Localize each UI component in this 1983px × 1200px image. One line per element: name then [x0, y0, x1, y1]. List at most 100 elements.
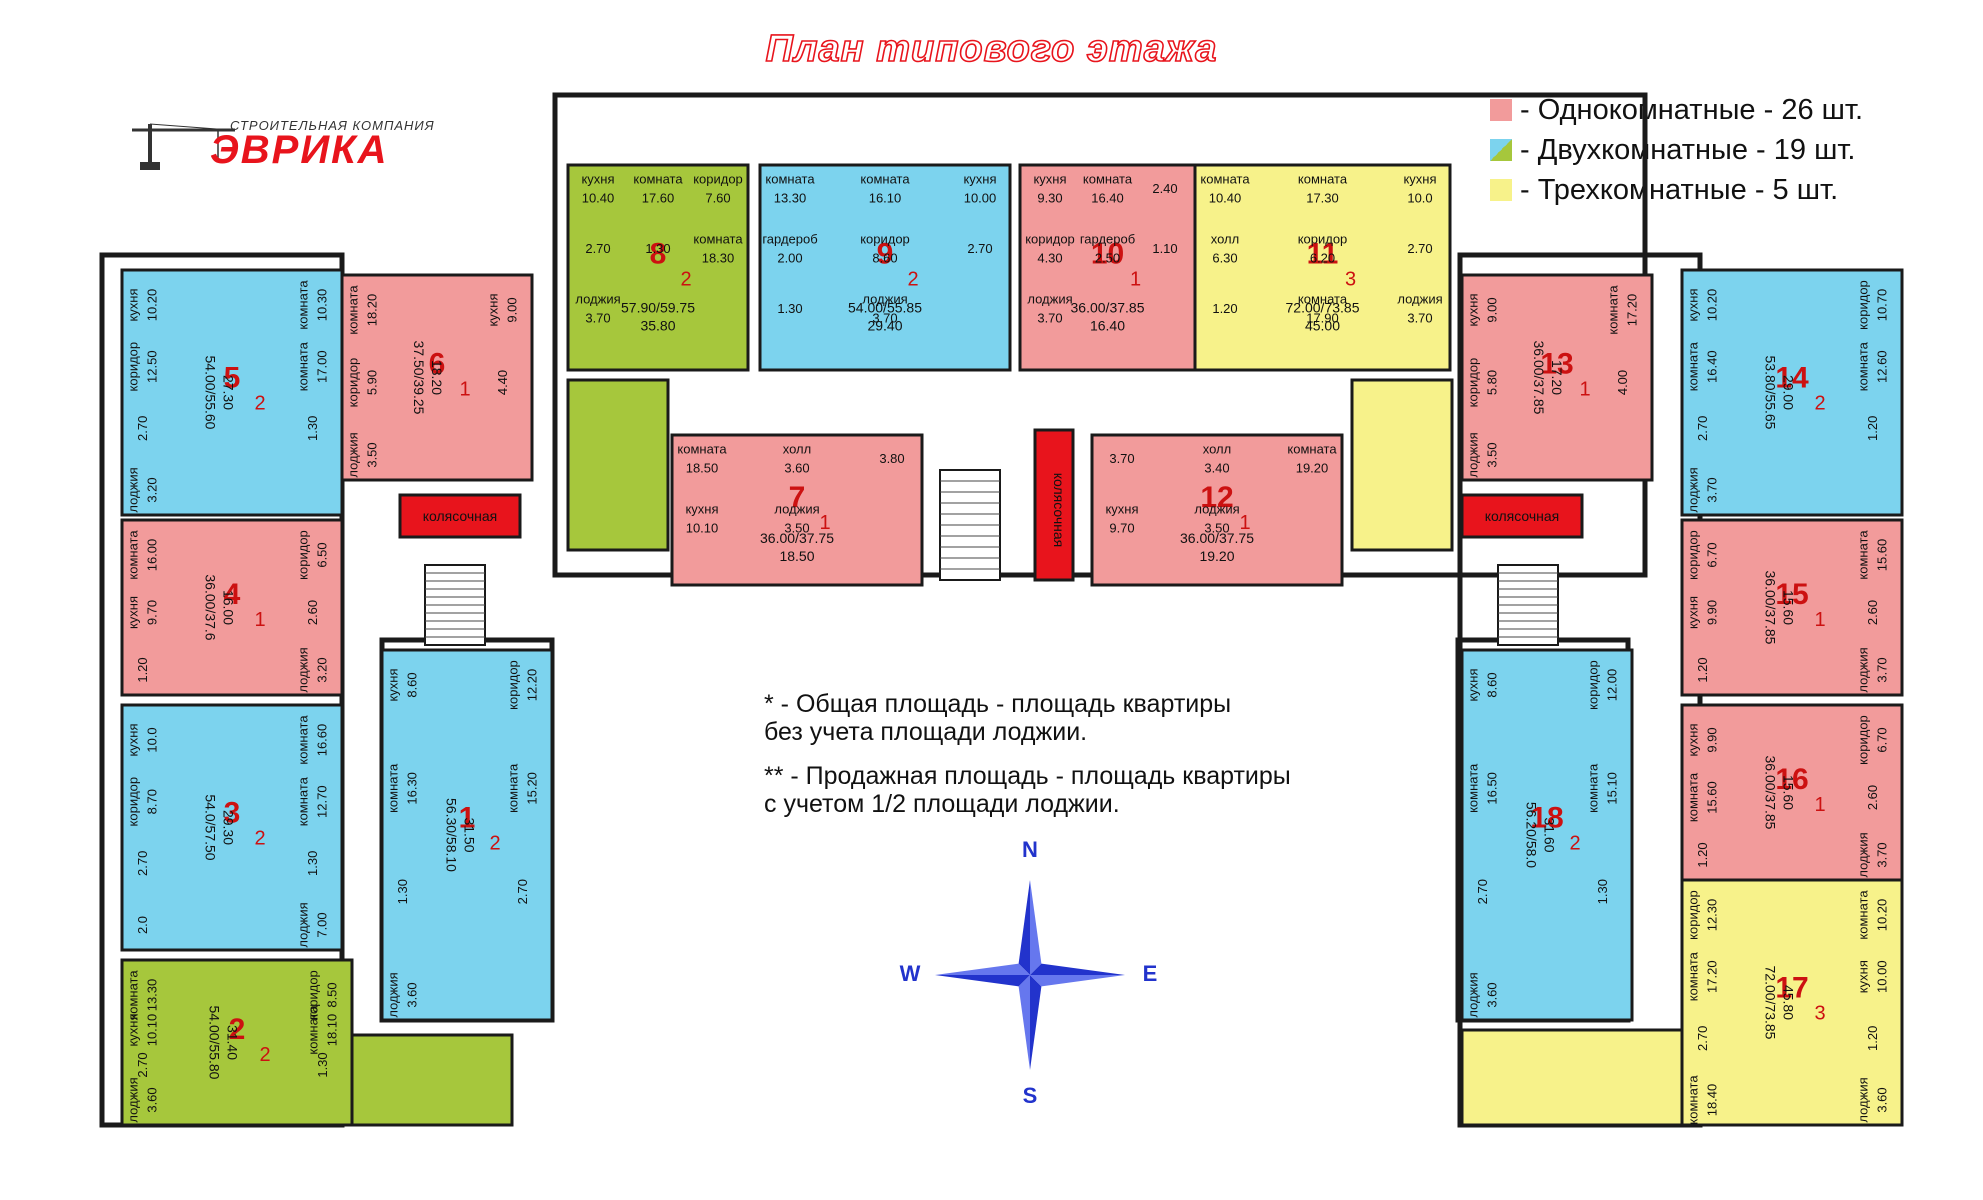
stairwell — [424, 564, 486, 646]
room-label: коридор — [1025, 232, 1075, 247]
area-living: 16.00 — [221, 590, 237, 625]
room-label: 9.90 — [1705, 600, 1720, 625]
apartment-number: 14 — [1775, 362, 1809, 395]
area-total: 37.50/39.25 — [411, 341, 427, 415]
room-label: комната — [1083, 172, 1133, 187]
legend-item-two-room: - Двухкомнатные - 19 шт. — [1490, 130, 1863, 170]
room-label: 10.00 — [964, 191, 997, 206]
room-label: коридор — [296, 530, 311, 580]
stairwell — [1497, 564, 1559, 646]
apartment-10 — [1018, 163, 1197, 372]
room-label: 3.70 — [1109, 451, 1134, 466]
room-label: 8.50 — [325, 982, 340, 1007]
area-living: 31.50 — [462, 817, 478, 852]
room-label: 3.50 — [1204, 521, 1229, 536]
room-count: 2 — [1569, 833, 1580, 855]
area-total: 56.20/58.0 — [1524, 802, 1540, 868]
room-label: 18.30 — [702, 251, 735, 266]
room-label: 15.60 — [1875, 539, 1890, 572]
area-living: 16.40 — [1090, 318, 1125, 334]
room-label: 18.50 — [686, 461, 719, 476]
apartment-1-area — [380, 648, 554, 1022]
room-label: лоджия — [862, 292, 907, 307]
room-label: кухня — [1686, 723, 1701, 756]
legend-label: - Трехкомнатные - 5 шт. — [1520, 173, 1839, 206]
room-label: 17.30 — [1306, 191, 1339, 206]
room-label: комната — [1686, 1075, 1701, 1125]
area-total: 36.00/37.85 — [1763, 756, 1779, 830]
room-label: лоджия — [1397, 292, 1442, 307]
room-label: 18.20 — [365, 294, 380, 327]
room-label: 18.10 — [325, 1014, 340, 1047]
room-label: кухня — [1856, 960, 1871, 993]
room-label: 1.30 — [395, 879, 410, 904]
company-logo: СТРОИТЕЛЬНАЯ КОМПАНИЯ ЭВРИКА — [130, 118, 480, 178]
room-label: 4.00 — [1615, 370, 1630, 395]
room-label: холл — [1203, 442, 1231, 457]
room-label: 3.60 — [405, 982, 420, 1007]
room-label: 3.70 — [585, 311, 610, 326]
room-label: 2.70 — [585, 241, 610, 256]
legend-item-three-room: - Трехкомнатные - 5 шт. — [1490, 170, 1863, 210]
room-label: 1.30 — [645, 241, 670, 256]
room-label: кухня — [963, 172, 996, 187]
compass-label-w: W — [900, 961, 921, 986]
room-label: 16.40 — [1091, 191, 1124, 206]
room-label: 10.10 — [686, 521, 719, 536]
room-label: 3.70 — [872, 311, 897, 326]
apartment-number: 2 — [229, 1013, 246, 1046]
room-label: лоджия — [575, 292, 620, 307]
room-label: 2.70 — [515, 879, 530, 904]
room-label: 3.70 — [1875, 657, 1890, 682]
room-label: кухня — [486, 293, 501, 326]
room-label: комната — [1298, 172, 1348, 187]
room-label: 10.00 — [1875, 960, 1890, 993]
room-label: коридор — [1298, 232, 1348, 247]
room-label: 1.30 — [305, 416, 320, 441]
room-label: 17.60 — [642, 191, 675, 206]
area-living: 29.30 — [221, 810, 237, 845]
room-label: кухня — [126, 596, 141, 629]
room-count: 1 — [1130, 268, 1141, 290]
room-label: 8.60 — [1485, 672, 1500, 697]
room-label: 3.20 — [145, 477, 160, 502]
room-count: 2 — [489, 833, 500, 855]
compass-point — [1030, 975, 1042, 1070]
room-label: лоджия — [1686, 467, 1701, 512]
room-label: кухня — [1466, 668, 1481, 701]
area-living: 17.20 — [1549, 360, 1565, 395]
apartment-10-area — [1018, 163, 1197, 372]
room-label: 6.50 — [315, 542, 330, 567]
room-label: 9.30 — [1037, 191, 1062, 206]
room-label: комната — [296, 776, 311, 826]
room-count: 1 — [254, 609, 265, 631]
room-label: 2.70 — [1407, 241, 1432, 256]
room-label: 10.20 — [145, 289, 160, 322]
compass-point — [935, 963, 1030, 975]
room-label: 3.40 — [1204, 461, 1229, 476]
room-label: гардероб — [1080, 232, 1135, 247]
room-label: 10.20 — [1875, 899, 1890, 932]
room-label: коридор — [860, 232, 910, 247]
legend-label: - Двухкомнатные - 19 шт. — [1520, 133, 1856, 166]
room-label: кухня — [126, 288, 141, 321]
room-label: 18.40 — [1705, 1084, 1720, 1117]
apartment-2-room — [350, 1033, 514, 1127]
room-label: 6.30 — [1212, 251, 1237, 266]
room-label: коридор — [1856, 715, 1871, 765]
room-label: комната — [296, 715, 311, 765]
room-label: 10.10 — [145, 1014, 160, 1047]
room-count: 1 — [1579, 378, 1590, 400]
room-label: 17.00 — [315, 350, 330, 383]
room-label: комната — [1686, 341, 1701, 391]
room-label: 9.00 — [505, 297, 520, 322]
room-label: 1.20 — [135, 657, 150, 682]
room-label: 2.0 — [135, 916, 150, 934]
compass-icon — [935, 880, 1125, 1070]
room-label: комната — [306, 1005, 321, 1055]
room-label: 1.20 — [1865, 416, 1880, 441]
legend: - Однокомнатные - 26 шт. - Двухкомнатные… — [1490, 90, 1863, 210]
room-label: 7.60 — [705, 191, 730, 206]
area-total: 57.90/59.75 — [621, 300, 695, 316]
